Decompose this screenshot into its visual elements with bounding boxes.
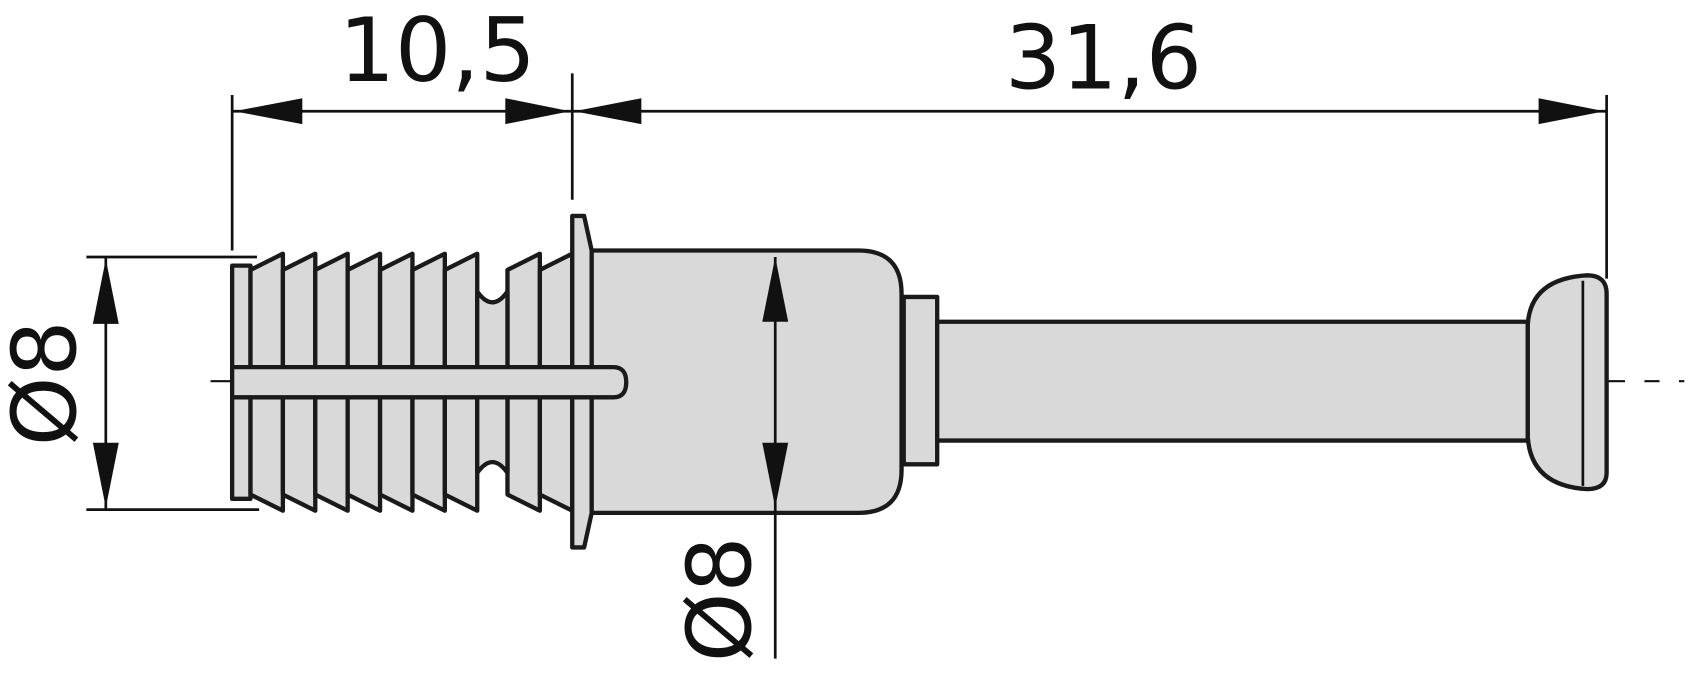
thread-tooth bbox=[345, 395, 383, 513]
thread-tooth bbox=[442, 251, 480, 370]
sleeve-start-top bbox=[229, 263, 253, 370]
arrow-icon bbox=[92, 442, 119, 508]
thread-tooth bbox=[248, 251, 286, 370]
shaft bbox=[935, 319, 1530, 443]
body-diameter-dimension: Ø8 bbox=[668, 256, 789, 662]
length-dimensions: 10,5 31,6 bbox=[230, 0, 1608, 279]
arrow-icon bbox=[92, 259, 119, 324]
sleeve-start-bottom bbox=[229, 395, 253, 502]
arrow-icon bbox=[1538, 98, 1605, 125]
thread-tooth bbox=[280, 251, 318, 370]
body-diameter-label: Ø8 bbox=[668, 536, 771, 662]
thread-tooth bbox=[280, 395, 318, 513]
thread-groove bbox=[475, 289, 510, 370]
outer-diameter-label: Ø8 bbox=[0, 320, 97, 446]
thread-groove bbox=[475, 395, 510, 476]
thread-tooth bbox=[505, 251, 543, 370]
thread-tooth bbox=[442, 395, 480, 513]
thread-tooth bbox=[313, 395, 350, 513]
arrow-icon bbox=[574, 98, 642, 125]
thread-tooth bbox=[537, 395, 575, 513]
thread-length-label: 10,5 bbox=[339, 0, 536, 102]
arrow-icon bbox=[762, 256, 789, 322]
slot bbox=[229, 364, 629, 400]
outer-diameter-dimension: Ø8 bbox=[0, 255, 260, 511]
thread-tooth bbox=[377, 395, 415, 513]
main-body bbox=[589, 248, 904, 516]
thread-tooth bbox=[537, 251, 575, 370]
thread-tooth bbox=[505, 395, 543, 513]
thread-tooth bbox=[410, 251, 448, 370]
collar bbox=[901, 294, 940, 467]
head bbox=[1525, 273, 1609, 492]
thread-tooth bbox=[313, 251, 350, 370]
thread-tooth bbox=[377, 251, 415, 370]
arrow-icon bbox=[762, 442, 789, 508]
thread-tooth bbox=[345, 251, 383, 370]
arrow-icon bbox=[505, 98, 571, 125]
arrow-icon bbox=[234, 98, 303, 125]
thread-tooth bbox=[410, 395, 448, 513]
thread-tooth bbox=[248, 395, 286, 513]
shaft-length-label: 31,6 bbox=[1005, 7, 1202, 110]
